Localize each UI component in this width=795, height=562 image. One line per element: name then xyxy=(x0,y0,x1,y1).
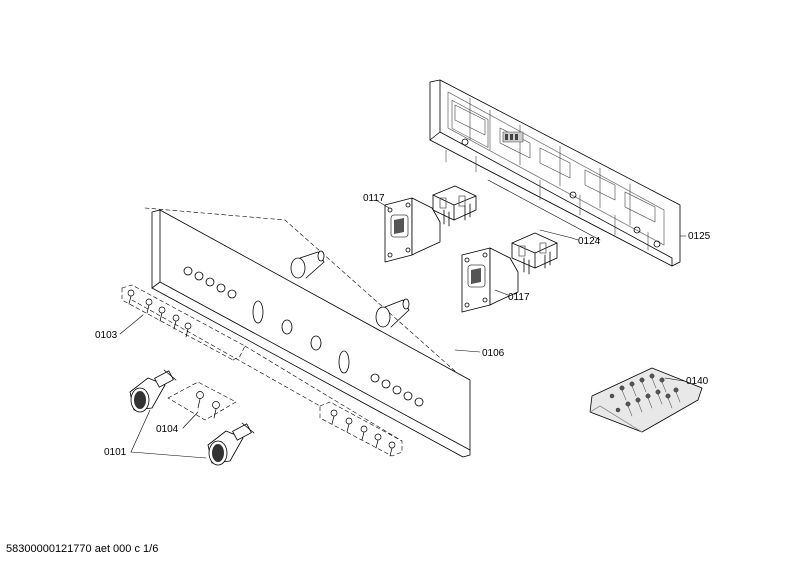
connector-0124-lower xyxy=(511,232,558,275)
pushbutton-pair-0104 xyxy=(167,381,237,421)
pushbuttons-row-right xyxy=(330,409,396,457)
knob-sleeve-lower xyxy=(375,298,410,328)
screw-bag-0140 xyxy=(589,367,703,433)
switch-housing-0117-lower xyxy=(461,247,519,313)
fascia-panel-0106 xyxy=(144,207,471,458)
leader-lines xyxy=(119,199,687,459)
switch-housing-0117-upper xyxy=(384,197,441,263)
part-label-0103: 0103 xyxy=(95,330,118,341)
pushbutton-set-0103 xyxy=(121,284,403,457)
part-label-0140: 0140 xyxy=(686,376,709,387)
part-label-0125: 0125 xyxy=(688,231,711,242)
part-label-0117-lower: 0117 xyxy=(508,292,530,303)
rotary-knob-upper xyxy=(129,369,177,413)
document-id-footer: 58300000121770 aet 000 c 1/6 xyxy=(6,543,159,555)
part-label-0124: 0124 xyxy=(578,236,601,247)
connector-0124-upper xyxy=(432,185,477,227)
part-label-0117-upper: 0117 xyxy=(363,193,385,204)
part-label-0101: 0101 xyxy=(104,447,127,458)
part-label-0104: 0104 xyxy=(156,424,179,435)
knob-sleeve-upper xyxy=(290,250,325,279)
part-label-0106: 0106 xyxy=(482,348,505,359)
pushbuttons-row-left xyxy=(127,289,192,338)
control-module-0125 xyxy=(429,79,681,267)
rotary-knob-lower xyxy=(207,422,255,466)
